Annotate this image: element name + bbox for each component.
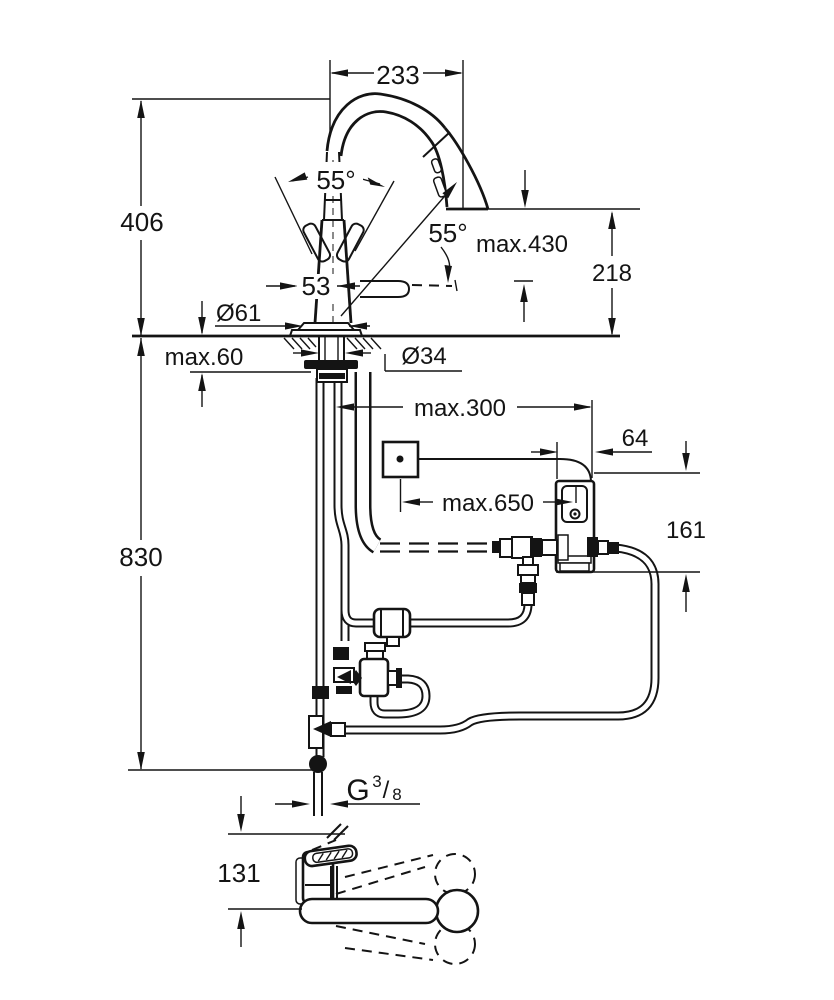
tee-fitting: [313, 721, 331, 737]
power-supply-box: [381, 440, 420, 479]
handle-top-view: [303, 844, 358, 868]
thread-g-label: G: [346, 774, 369, 807]
dim-max650: max.650: [402, 490, 573, 517]
dim-max300-label: max.300: [414, 395, 506, 422]
spray-head-top: [434, 888, 480, 934]
hose-weight-line: [340, 598, 533, 628]
dim-218-label: 218: [592, 260, 632, 287]
spout-top-view: [298, 897, 440, 925]
section-hatching: [283, 337, 382, 350]
mounting-nut: [304, 360, 358, 369]
dim-angle-55-swivel: 55°: [340, 182, 468, 317]
dim-width-53: 53: [266, 271, 360, 301]
reference-lines: [128, 60, 700, 910]
swivel-dashed-positions: [311, 839, 476, 965]
dim-218: 218: [592, 211, 632, 336]
dim-max300: max.300: [336, 395, 592, 422]
dim-max430-label: max.430: [476, 231, 568, 258]
dim-233-label: 233: [376, 60, 419, 90]
spout-rotated-position: [360, 280, 411, 298]
hoseB-end-fitting: [333, 647, 355, 694]
dim-dia-61: Ø61: [215, 300, 370, 330]
dim-thread-g38: G 3 / 8: [275, 772, 420, 808]
filter-valve-column: [517, 556, 539, 606]
hoseA-fittings: [308, 686, 346, 816]
dim-830-label: 830: [119, 542, 162, 572]
thread-slash-label: /: [383, 777, 390, 804]
base-escutcheon: [295, 322, 357, 331]
spray-head: [443, 127, 490, 210]
dim-34-label: Ø34: [401, 343, 446, 370]
lever-tilted-left: [302, 222, 332, 263]
dim-64: 64: [531, 425, 652, 456]
thread-den-label: 8: [392, 785, 401, 804]
dim-131: 131: [217, 796, 261, 947]
dim-61-label: Ø61: [216, 300, 261, 327]
dim-406-label: 406: [120, 207, 163, 237]
lever-tilted-right: [335, 222, 365, 263]
big-hose-loop: [346, 543, 660, 735]
power-cable: [404, 458, 592, 482]
dim-64-label: 64: [622, 425, 649, 452]
dim-height-830: 830: [119, 338, 163, 770]
dim-width-233: 233: [330, 60, 463, 90]
dim-max650-label: max.650: [442, 490, 534, 517]
supply-hoses: [315, 372, 382, 757]
ball-joint: [309, 755, 327, 773]
countertop: [132, 334, 620, 383]
thread-num-label: 3: [372, 772, 381, 791]
dim-55-left-label: 55°: [316, 165, 355, 195]
dim-dia-34: Ø34: [293, 343, 462, 372]
pullout-hose-dashed: [380, 542, 492, 553]
dim-max430: max.430: [476, 170, 568, 322]
dim-161-label: 161: [666, 517, 706, 544]
spout-outer-arc: [325, 92, 447, 152]
solenoid-valve: [350, 642, 402, 698]
dim-55-swivel-label: 55°: [428, 218, 467, 248]
dim-53-label: 53: [302, 271, 331, 301]
dim-max60: max.60: [165, 301, 244, 407]
spray-return-loop: [369, 674, 431, 719]
dim-height-406: 406: [120, 100, 164, 336]
bottom-view: [295, 823, 480, 965]
check-valve-row: [492, 534, 619, 561]
dim-max60-label: max.60: [165, 344, 244, 371]
hose-weight: [372, 607, 412, 647]
dim-131-label: 131: [217, 858, 260, 888]
mounting-shank: [304, 336, 358, 383]
dim-angle-55-left: 55°: [274, 162, 395, 255]
dim-161: 161: [666, 441, 706, 612]
